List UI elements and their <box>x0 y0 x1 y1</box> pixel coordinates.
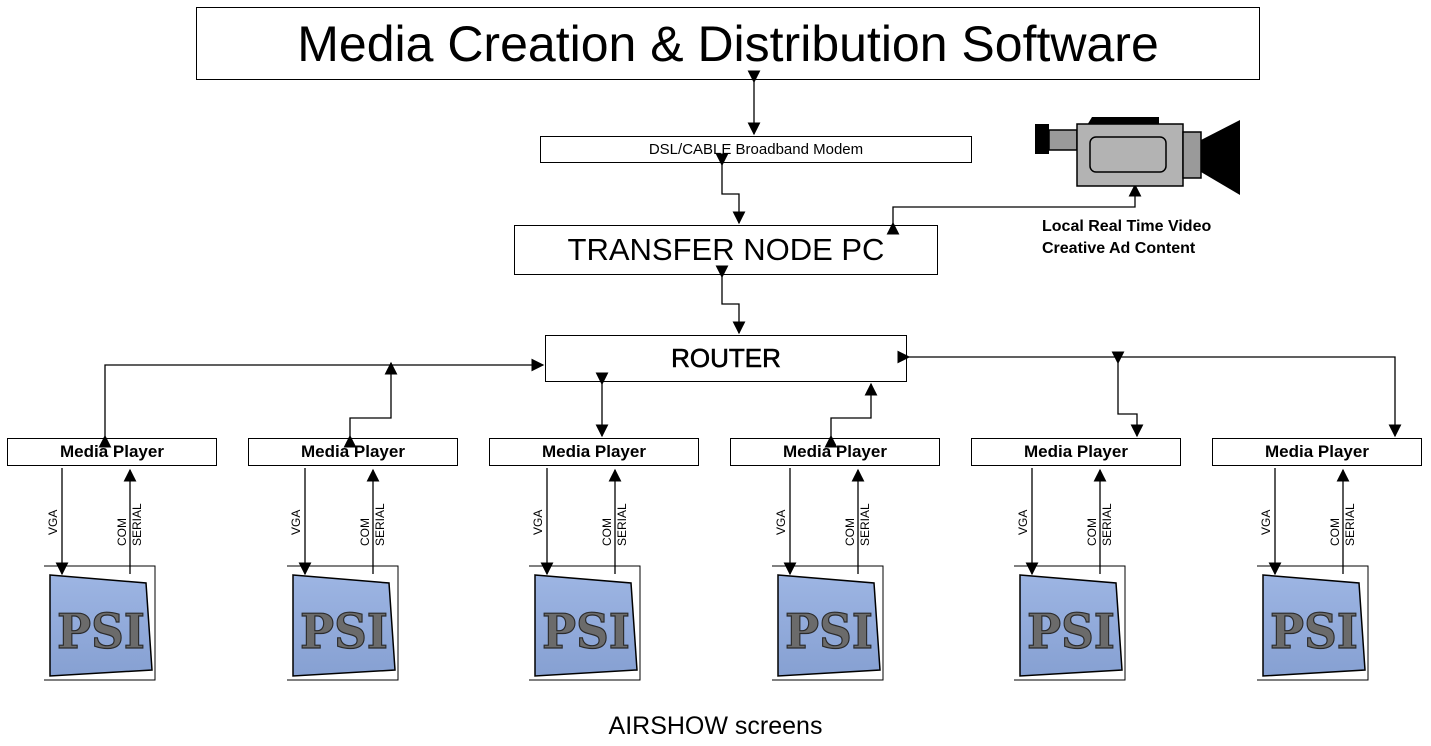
router-mp6-link <box>897 350 1402 438</box>
modem-label: DSL/CABLE Broadband Modem <box>648 141 864 158</box>
vga-label: VGA <box>1016 509 1030 535</box>
camera-transfer-link <box>886 183 1142 235</box>
transfer-router-link <box>715 265 746 335</box>
camera-caption-line: Creative Ad Content <box>1042 240 1196 257</box>
psi-screen-text: PSI <box>57 604 145 660</box>
router-mp2-link <box>343 361 398 448</box>
modem-box: DSL/CABLE Broadband Modem <box>540 136 972 163</box>
psi-screen-text: PSI <box>1270 604 1358 660</box>
serial-label: SERIAL <box>1100 503 1114 546</box>
media-player-label: Media Player <box>1265 442 1369 461</box>
psi-screen-icon: PSI <box>287 565 399 681</box>
modem-transfer-link <box>715 153 746 225</box>
media-player-label: Media Player <box>1024 442 1128 461</box>
com-label: COM <box>358 518 372 546</box>
com-label: COM <box>843 518 857 546</box>
psi-screen-icon: PSI <box>1257 565 1369 681</box>
media-player-label: Media Player <box>542 442 646 461</box>
com-label: COM <box>1085 518 1099 546</box>
software-box: Media Creation & Distribution Software <box>196 7 1260 80</box>
camera-caption-line: Local Real Time Video <box>1042 218 1212 235</box>
psi-screen-icon: PSI <box>529 565 641 681</box>
psi-screen-icon: PSI <box>772 565 884 681</box>
media-player-box: Media Player <box>971 438 1181 466</box>
vga-label: VGA <box>1259 509 1273 535</box>
vga-label: VGA <box>46 509 60 535</box>
psi-screen-icon: PSI <box>1014 565 1126 681</box>
footer-caption: AIRSHOW screens <box>608 712 823 740</box>
vga-label: VGA <box>289 509 303 535</box>
camera-caption: Local Real Time Video Creative Ad Conten… <box>1042 216 1211 260</box>
serial-label: SERIAL <box>373 503 387 546</box>
router-mp4-link <box>824 382 878 448</box>
psi-screen-text: PSI <box>542 604 630 660</box>
vga-label: VGA <box>774 509 788 535</box>
router-mp1-link <box>98 358 545 448</box>
psi-screen-text: PSI <box>1027 604 1115 660</box>
serial-label: SERIAL <box>130 503 144 546</box>
router-label: ROUTER <box>671 343 781 374</box>
software-title: Media Creation & Distribution Software <box>297 15 1159 72</box>
transfer-node-label: TRANSFER NODE PC <box>567 232 885 267</box>
psi-screen-text: PSI <box>785 604 873 660</box>
video-camera-icon <box>1035 117 1240 195</box>
serial-label: SERIAL <box>615 503 629 546</box>
com-label: COM <box>600 518 614 546</box>
com-label: COM <box>115 518 129 546</box>
router-mp5-link <box>1111 351 1144 438</box>
media-player-box: Media Player <box>1212 438 1422 466</box>
transfer-node-box: TRANSFER NODE PC <box>514 225 938 275</box>
serial-label: SERIAL <box>858 503 872 546</box>
vga-label: VGA <box>531 509 545 535</box>
psi-screen-icon: PSI <box>44 565 156 681</box>
psi-screen-text: PSI <box>300 604 388 660</box>
serial-label: SERIAL <box>1343 503 1357 546</box>
com-label: COM <box>1328 518 1342 546</box>
